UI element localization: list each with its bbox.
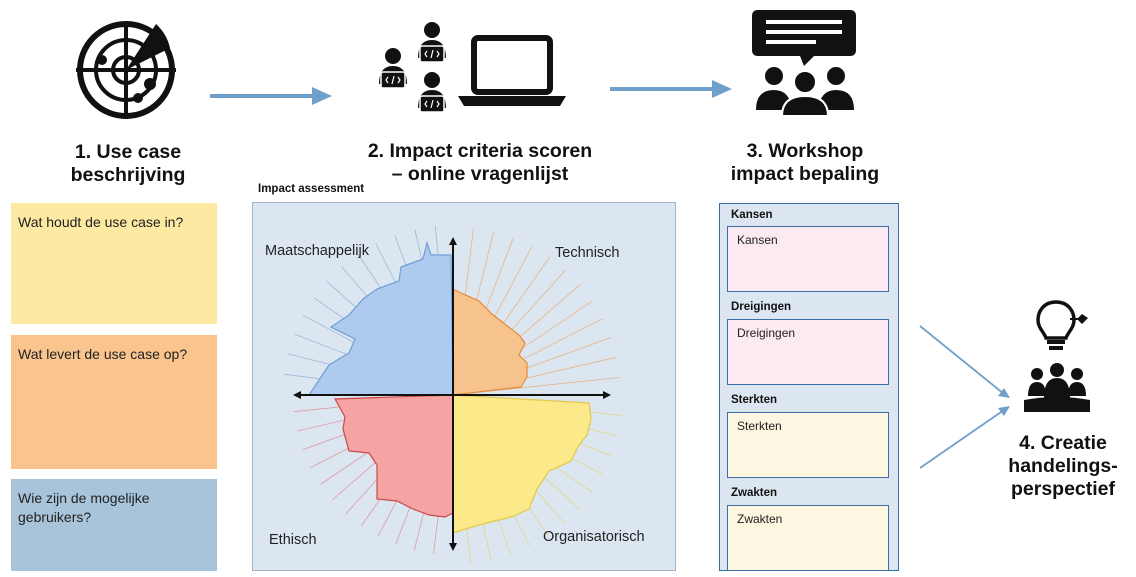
impact-assessment-panel: Maatschappelijk Technisch Ethisch Organi…: [252, 202, 676, 571]
step2-title: 2. Impact criteria scoren – online vrage…: [367, 140, 593, 185]
radar-icon: [70, 20, 184, 120]
swot-box-kansen[interactable]: Kansen: [727, 226, 889, 292]
step4-title: 4. Creatie handelings- perspectief: [1008, 432, 1118, 500]
organisatorisch-area: [452, 394, 592, 534]
developers-laptop-icon: [374, 18, 570, 114]
arrow-right-icon: [608, 79, 734, 104]
swot-heading-dreigingen: Dreigingen: [731, 301, 792, 313]
workshop-group-speech-icon: [752, 10, 862, 118]
swot-box-sterkten[interactable]: Sterkten: [727, 412, 889, 478]
maatschappelijk-area: [307, 240, 454, 396]
swot-heading-zwakten: Zwakten: [731, 487, 778, 499]
quadrant-label-ethisch: Ethisch: [269, 532, 317, 548]
swot-heading-sterkten: Sterkten: [731, 394, 778, 406]
impact-assessment-label: Impact assessment: [258, 183, 365, 195]
quadrant-label-technisch: Technisch: [555, 245, 620, 261]
note-potential-users: Wie zijn de mogelijke gebruikers?: [11, 479, 217, 571]
swot-heading-kansen: Kansen: [731, 209, 773, 221]
converging-arrows-icon: [916, 318, 1020, 479]
ethisch-area: [333, 394, 454, 518]
quadrant-label-maatschappelijk: Maatschappelijk: [265, 243, 369, 259]
lightbulb-team-icon: [1020, 296, 1094, 416]
technisch-area: [452, 288, 528, 396]
note-use-case-description: Wat houdt de use case in?: [11, 203, 217, 324]
step1-title: 1. Use case beschrijving: [70, 141, 186, 186]
swot-box-dreigingen[interactable]: Dreigingen: [727, 319, 889, 385]
arrow-right-icon: [208, 86, 334, 111]
swot-box-zwakten[interactable]: Zwakten: [727, 505, 889, 571]
quadrant-label-organisatorisch: Organisatorisch: [543, 529, 645, 545]
impact-radar-chart: [284, 225, 622, 565]
step3-title: 3. Workshop impact bepaling: [730, 140, 880, 185]
note-use-case-benefits: Wat levert de use case op?: [11, 335, 217, 469]
